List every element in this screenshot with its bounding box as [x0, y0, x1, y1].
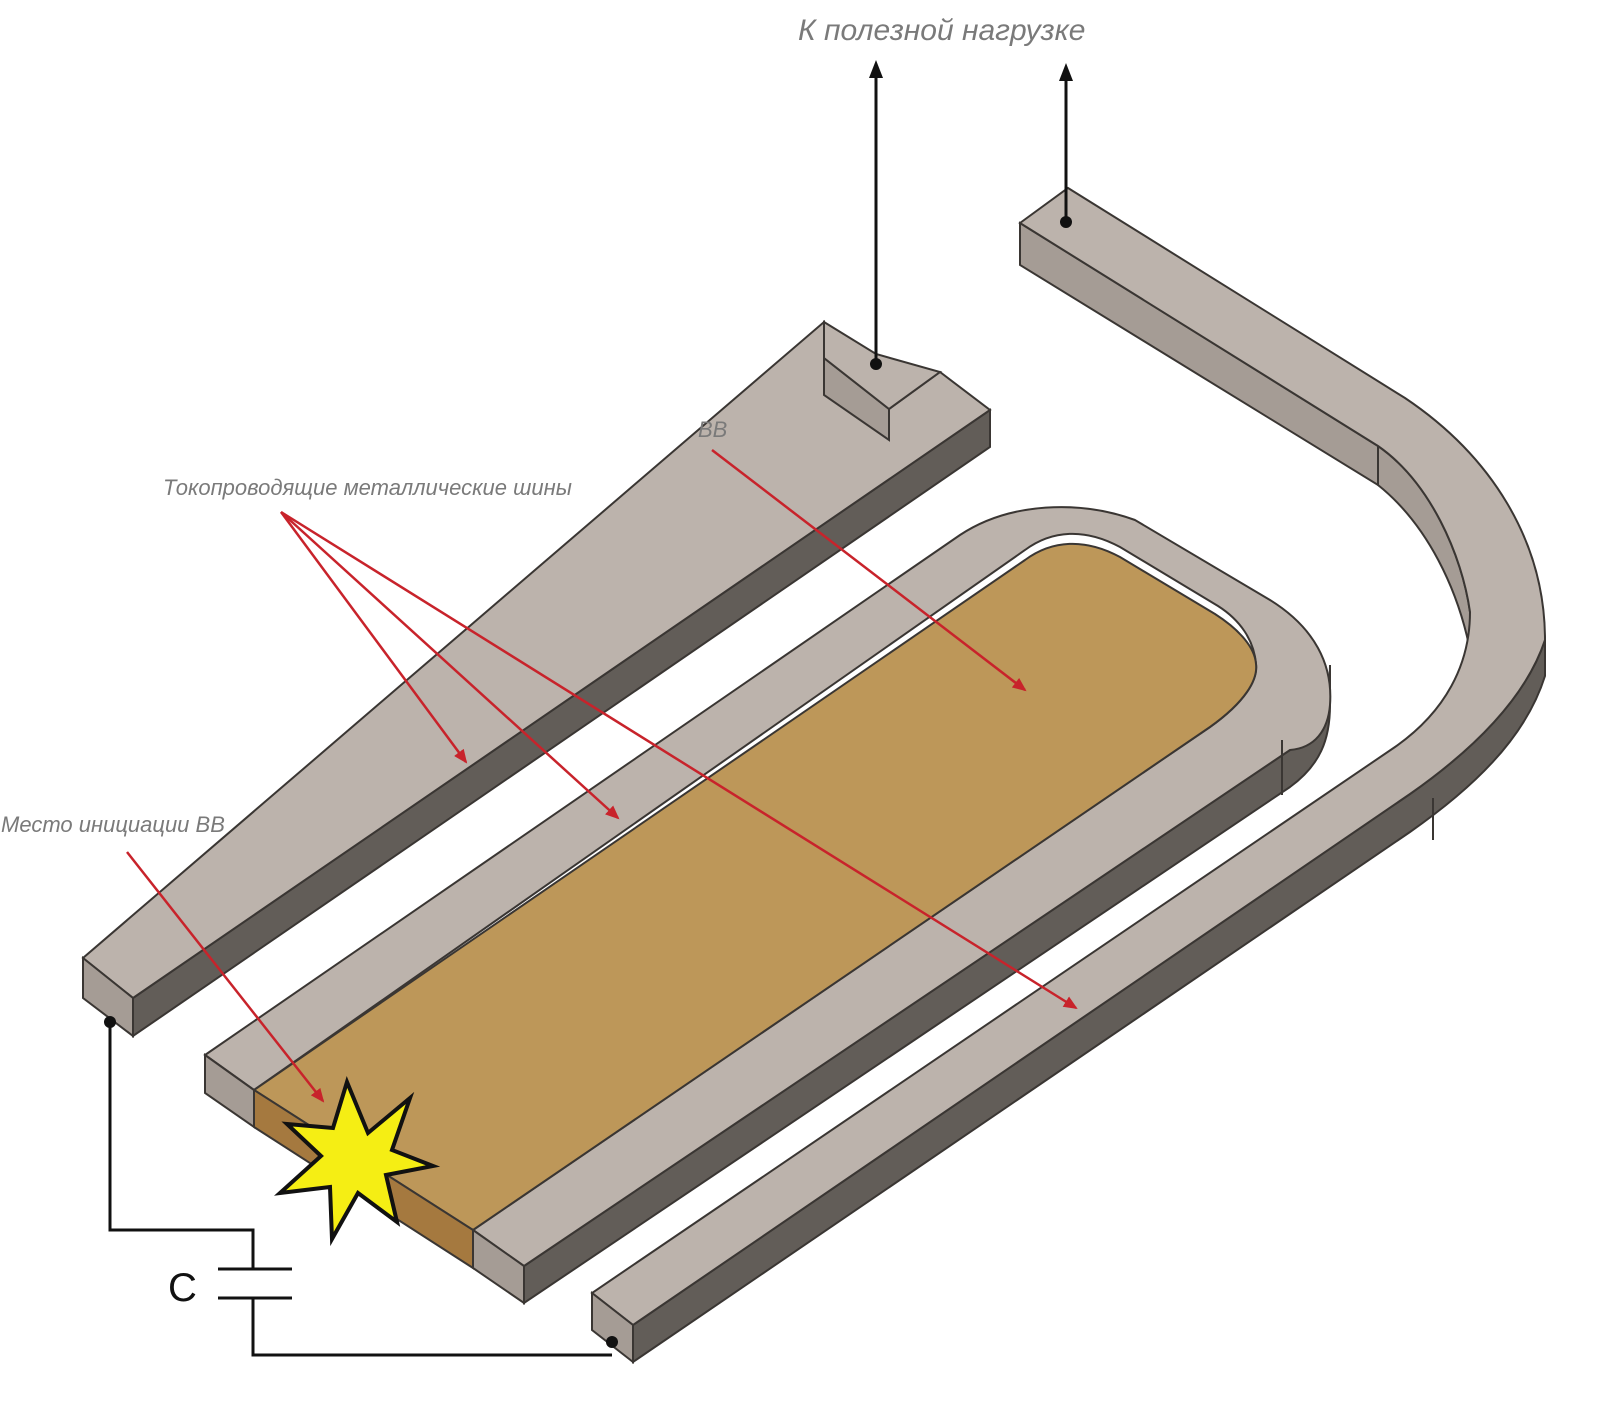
right-busbar-top — [590, 186, 1547, 1327]
explosion-star-icon — [273, 1076, 441, 1247]
central-busbar-end-right — [472, 1228, 525, 1305]
right-busbar — [590, 186, 1547, 1365]
label-initiation: Место инициации ВВ — [1, 812, 225, 837]
terminal-dot-bottom — [606, 1336, 618, 1348]
arrow-explosive — [711, 449, 1027, 692]
capacitor-symbol-icon — [218, 1267, 292, 1300]
arrow-busbar-left — [279, 511, 468, 764]
annotation-arrows — [126, 449, 1078, 1103]
wire-to-capacitor — [108, 1022, 255, 1269]
load-dot-right — [1060, 216, 1072, 228]
arrow-busbar-center — [280, 511, 620, 820]
left-busbar — [81, 319, 992, 1039]
circuit — [104, 60, 1073, 1357]
arrow-initiation — [126, 851, 325, 1103]
label-explosive: ВВ — [698, 417, 727, 442]
load-arrow-left — [869, 60, 883, 78]
label-capacitor: C — [168, 1266, 197, 1310]
label-busbars: Токопроводящие металлические шины — [163, 475, 572, 500]
wire-from-capacitor — [251, 1298, 612, 1357]
terminal-dot-left — [104, 1016, 116, 1028]
central-busbar-top — [203, 506, 1332, 1268]
explosive-layer — [252, 542, 1258, 1232]
label-to-load: К полезной нагрузке — [798, 14, 1085, 47]
left-busbar-end — [82, 955, 134, 1039]
arrow-busbar-right — [280, 510, 1078, 1010]
right-busbar-end-bottom — [591, 1290, 634, 1365]
load-dot-left — [870, 358, 882, 370]
load-arrow-right — [1059, 63, 1073, 81]
left-busbar-top-cap — [823, 320, 943, 411]
